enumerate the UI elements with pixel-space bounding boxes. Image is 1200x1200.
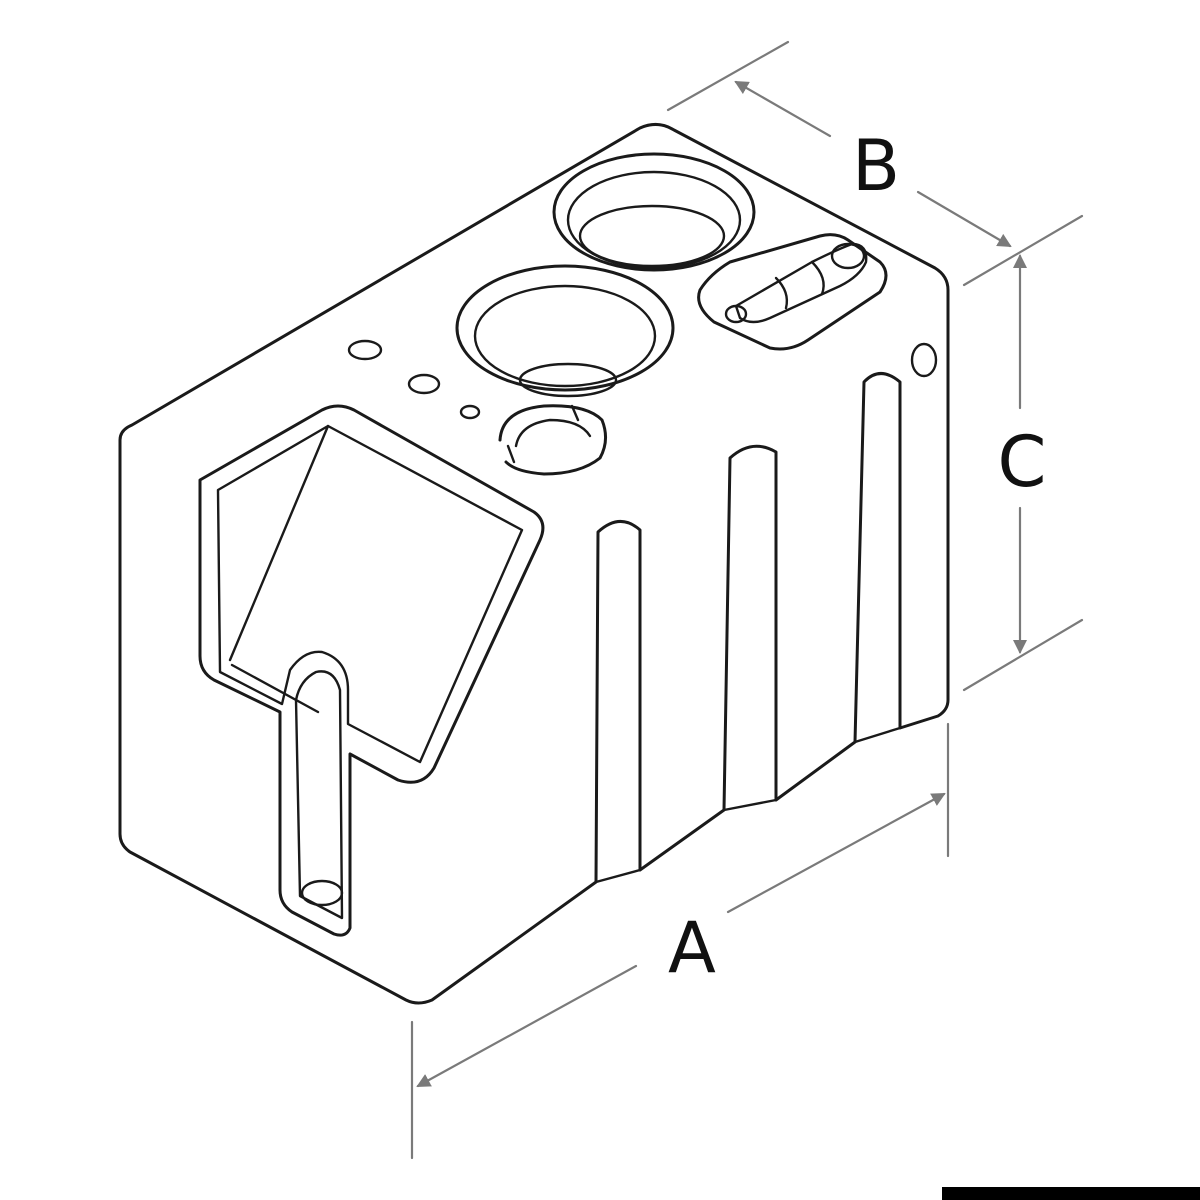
handle-slope (230, 663, 320, 714)
hose-barb (734, 242, 868, 324)
dimension-b-arrow (734, 80, 832, 138)
tank-body (118, 123, 950, 1005)
hose-fitting-plate (697, 233, 888, 351)
handle-inner (216, 424, 524, 764)
hose-barb-ring (774, 276, 789, 310)
handle-outer (198, 404, 545, 937)
groove-line (853, 726, 902, 744)
vent-hole (459, 404, 481, 420)
inlet-port-medium-inner (518, 362, 618, 398)
dimension-c: C (962, 254, 1084, 692)
tank-outline (118, 123, 950, 1005)
dimension-b-extension (962, 214, 1084, 287)
top-fittings (347, 152, 938, 476)
dimension-c-extension (962, 618, 1084, 692)
clip-ring-tab (506, 444, 516, 464)
handle-slope (228, 424, 330, 662)
inlet-port-medium-ring (473, 284, 657, 388)
dimension-a: A (410, 722, 950, 1160)
clip-ring-tab (570, 404, 580, 422)
dimension-b: B (666, 40, 1084, 287)
hose-barb-tip (830, 242, 866, 270)
groove-line (722, 798, 778, 812)
dimension-a-arrow (726, 792, 946, 914)
hose-barb-end (724, 304, 748, 324)
dimension-a-arrow (416, 964, 638, 1088)
corner-bar (942, 1187, 1200, 1200)
groove-line (594, 868, 642, 884)
inlet-port-large-outer (552, 152, 756, 272)
dimension-b-extension (666, 40, 790, 112)
dimension-b-label: B (852, 125, 900, 207)
inlet-port-large-ring (566, 170, 742, 270)
clip-ring (498, 404, 607, 476)
handle-base (300, 879, 344, 907)
inlet-port-large-inner (578, 204, 726, 268)
dimension-b-arrow (916, 190, 1012, 248)
handle-recess (198, 404, 545, 937)
handle-grip (294, 670, 344, 920)
vent-hole (347, 339, 383, 361)
clip-ring-inner (514, 418, 592, 448)
dimension-a-label: A (668, 907, 716, 989)
vent-hole (910, 342, 938, 378)
vent-hole (407, 373, 441, 395)
dimension-c-label: C (998, 421, 1047, 503)
inlet-port-medium-outer (455, 264, 675, 392)
hose-barb-ring (810, 260, 825, 296)
